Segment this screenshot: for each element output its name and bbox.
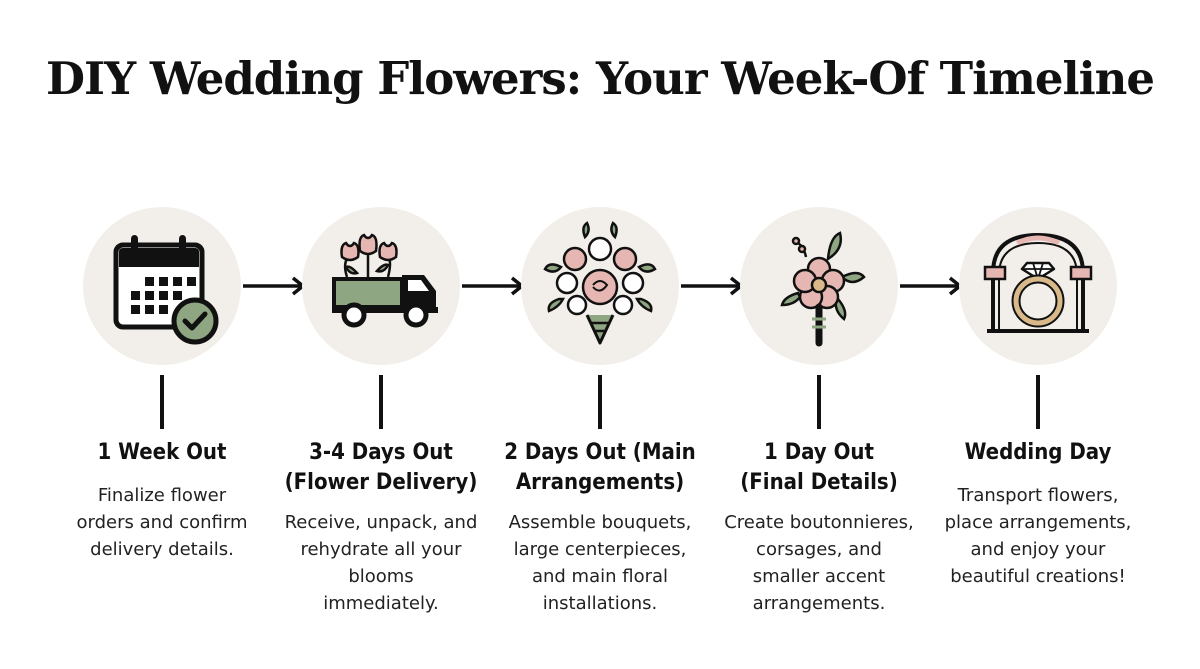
flower-delivery-truck-icon: [332, 233, 438, 328]
calendar-check-icon: [113, 235, 219, 345]
step-1-icon-circle: [83, 207, 241, 365]
step-3-icon-circle: [521, 207, 679, 365]
step-5-title: Wedding Day: [964, 440, 1112, 465]
arrow-2-icon: [460, 274, 528, 298]
step-1-connector-line: [160, 375, 164, 429]
step-3-title: 2 Days Out (Main Arrangements): [504, 440, 696, 495]
arrow-3-icon: [679, 274, 747, 298]
step-5-icon-circle: [959, 207, 1117, 365]
step-2-description: Receive, unpack, and rehydrate all your …: [284, 512, 478, 614]
step-2-connector-line: [379, 375, 383, 429]
page-title: DIY Wedding Flowers: Your Week-Of Timeli…: [45, 52, 1155, 105]
step-3-description: Assemble bouquets, large centerpieces, a…: [508, 512, 692, 614]
step-3-connector-line: [598, 375, 602, 429]
boutonniere-icon: [780, 231, 866, 347]
step-4-connector-line: [817, 375, 821, 429]
arrow-4-icon: [898, 274, 966, 298]
step-1-title: 1 Week Out: [97, 440, 227, 465]
arrow-1-icon: [241, 274, 309, 298]
step-5-connector-line: [1036, 375, 1040, 429]
bouquet-icon: [543, 221, 657, 345]
step-4-icon-circle: [740, 207, 898, 365]
step-2-title: 3-4 Days Out (Flower Delivery): [284, 440, 478, 495]
step-1-description: Finalize flower orders and confirm deliv…: [76, 485, 248, 560]
step-5-description: Transport flowers, place arrangements, a…: [944, 485, 1132, 587]
step-2-icon-circle: [302, 207, 460, 365]
step-4-title: 1 Day Out (Final Details): [740, 440, 898, 495]
wedding-ring-arch-icon: [983, 232, 1093, 333]
step-4-description: Create boutonnieres, corsages, and small…: [724, 512, 914, 614]
